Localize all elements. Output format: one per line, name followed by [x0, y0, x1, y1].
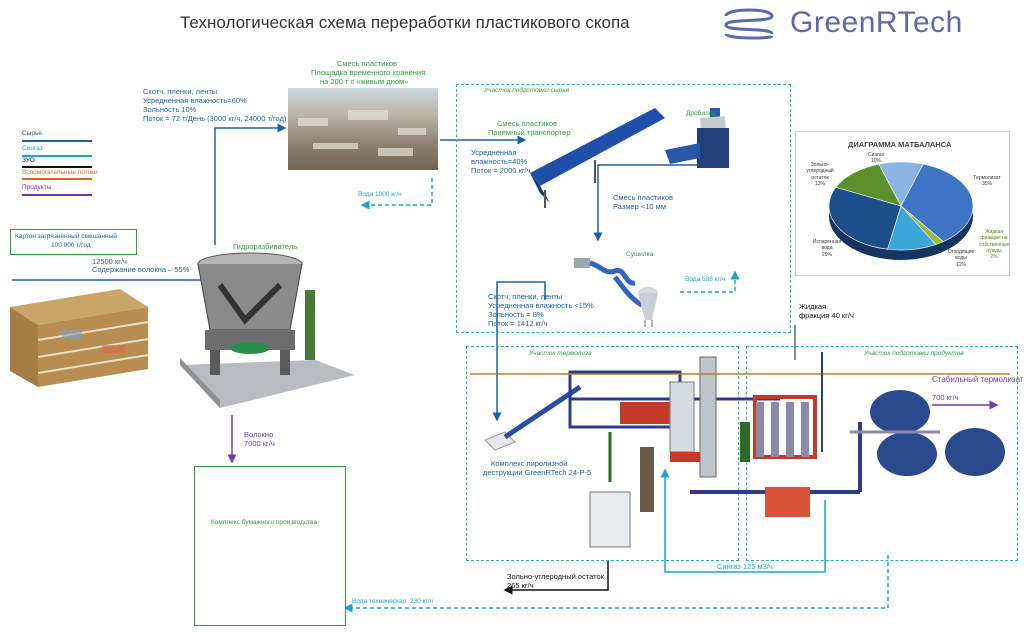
legend-item-raw: Сырье [22, 130, 42, 137]
pulper-param-3: Зольность 10% [143, 105, 197, 114]
dryer-water: Вода 588 кг/ч [685, 276, 726, 283]
crushed-label-1: Смесь пластиков [613, 193, 673, 202]
dryer-label: Сушилка [626, 251, 654, 258]
storage-water: Вода 1000 кг/ч [358, 191, 402, 198]
logo-icon [724, 8, 774, 40]
input-name: Картон загрязненный смешанный [15, 233, 117, 240]
dried-param-2: Усредненная влажность <15% [488, 301, 594, 310]
dried-param-4: Поток = 1412 кг/ч [488, 319, 548, 328]
liquid-fraction-label-1: Жидкая [799, 302, 827, 311]
legend-item-syngas: Сингаз [22, 145, 43, 152]
pyrolysis-complex-label-1: Комплекс пиролизной [491, 459, 568, 468]
paper-complex-label: Комплекс бумажного производства [211, 519, 318, 526]
dried-param-1: Скотч, пленки, ленты [488, 292, 563, 301]
cardboard-bale-image [10, 289, 149, 387]
conveyor-label-1: Смесь пластиков [497, 119, 557, 128]
pie-slice [900, 163, 974, 242]
fiber-label: Волокно [244, 430, 274, 439]
legend-item-ash: ЗУО [22, 157, 35, 164]
input-fiber: Содержание волокна – 55% [92, 265, 190, 274]
conveyor-param-2: влажность=40% [471, 157, 528, 166]
product-flow: 700 кг/ч [932, 393, 959, 402]
pulper-param-4: Поток = 72 т/День (3000 кг/ч, 24000 т/го… [143, 114, 287, 123]
ash-label-1: Зольно-углеродный остаток [507, 572, 604, 581]
ash-label-2: 265 кг/ч [507, 581, 534, 590]
balance-pie [828, 161, 974, 260]
legend-item-aux: Вспомогательные потоки [22, 169, 98, 176]
storage-title-3: на 200 т с «живым дном» [320, 77, 409, 86]
crusher-label: Дробилка [686, 110, 716, 117]
balance-chart-title: ДИАГРАММА МАТБАЛАНСА [848, 140, 952, 149]
pie-slice [828, 186, 902, 250]
page-title: Технологическая схема переработки пласти… [180, 13, 630, 32]
pulper-image [180, 252, 355, 408]
prep-section-title: Участок подготовки сырья [484, 87, 570, 94]
products-section-title: Участок подготовки продуктов [864, 350, 964, 357]
conveyor-crusher-image [530, 108, 729, 208]
legend-line-syngas [22, 155, 92, 157]
conveyor-param-1: Усредненная [471, 148, 517, 157]
conveyor-label-2: Приемный транспортер [488, 128, 571, 137]
product-name: Стабильный термолизат [932, 375, 1024, 384]
pyrolysis-complex-label-2: деструкции GreenRTech 24-P-5 [483, 468, 592, 477]
paper-complex-box: Комплекс бумажного производства [194, 466, 346, 626]
thermolysis-plant-image [470, 352, 1010, 548]
input-flow: 12500 кг/ч [92, 257, 127, 266]
prep-section-frame [456, 84, 791, 333]
conveyor-param-3: Поток = 2000 кг/ч [471, 166, 531, 175]
input-amount: 100 000 т/год [51, 242, 91, 249]
dryer-image [574, 258, 658, 327]
fiber-flow: 7000 кг/ч [244, 439, 275, 448]
legend-line-raw [22, 140, 92, 142]
input-label-box: Картон загрязненный смешанный 100 000 т/… [10, 229, 137, 255]
storage-title-2: Площадка временного хранения [311, 68, 426, 77]
liquid-fraction-label-2: фракция 40 кг/ч [799, 311, 854, 320]
legend-line-ash [22, 166, 92, 168]
thermolysis-section-title: Участок термолиза [529, 350, 592, 357]
tech-water-flow: 230 кг/ч [410, 598, 434, 605]
crushed-label-2: Размер <10 мм [613, 202, 666, 211]
pulper-param-1: Скотч, пленки, ленты [143, 87, 218, 96]
pie-slice [835, 163, 902, 207]
pulper-param-2: Усредненная влажность=60% [143, 96, 247, 105]
storage-pile-image [288, 88, 438, 170]
thermolysis-section-frame [466, 346, 739, 561]
legend-line-aux [22, 178, 92, 180]
syngas-flow: Сингаз 125 м3/ч [717, 562, 773, 571]
dried-param-3: Зольность = 8% [488, 310, 544, 319]
storage-title-1: Смесь пластиков [337, 59, 397, 68]
tech-water-label: Вода техническая [352, 598, 407, 605]
legend-line-products [22, 194, 92, 196]
pulper-label: Гидроразбиватель [233, 242, 298, 251]
logo-text: GreenRTech [790, 6, 963, 39]
legend-item-products: Продукты [22, 184, 52, 191]
